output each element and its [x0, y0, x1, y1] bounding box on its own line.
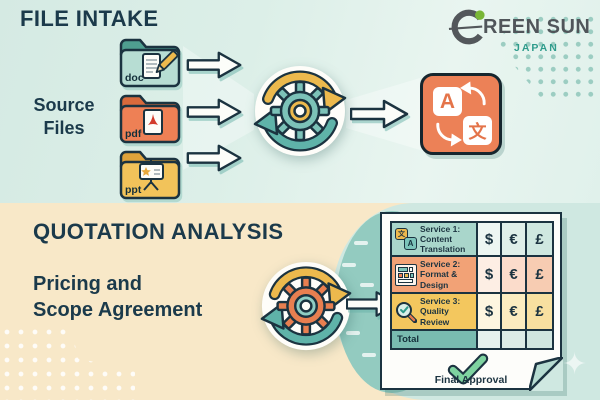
pricing-scope-line1: Pricing and — [33, 273, 142, 295]
presentation-easel-icon — [139, 160, 164, 191]
price-cell-gbp: £ — [527, 294, 552, 331]
folder-label-pdf: pdf — [125, 128, 142, 140]
cjk-letter-box: 文 — [463, 116, 492, 145]
price-cell-usd: $ — [478, 257, 502, 294]
total-cell-eur — [502, 331, 527, 348]
pdf-mark-icon — [148, 114, 158, 125]
flow-arrow-icon — [186, 144, 242, 172]
logo-g-icon — [448, 9, 485, 45]
price-cell-eur: € — [502, 257, 527, 294]
pricing-scope-label: Pricing and Scope Agreement — [33, 271, 202, 324]
green-sun-logo: REEN SUN JAPAN — [448, 8, 598, 54]
quotation-analysis-title: QUOTATION ANALYSIS — [33, 219, 284, 244]
pencil-icon — [155, 50, 179, 74]
total-cell-gbp — [527, 331, 552, 348]
table-row-service2-label: Service 2: Format & Design — [392, 257, 478, 294]
price-cell-usd: $ — [478, 223, 502, 257]
translate-icon: A 文 — [420, 73, 502, 155]
price-cell-eur: € — [502, 294, 527, 331]
pdf-folder: pdf — [116, 90, 182, 146]
quotation-paper: 文 A Service 1: Content Translation $ € £ — [380, 212, 563, 391]
source-files-label: Source Files — [33, 95, 95, 138]
file-intake-title: FILE INTAKE — [20, 6, 159, 31]
table-row-service3-label: Service 3: Quality Review — [392, 294, 478, 331]
total-cell-usd — [478, 331, 502, 348]
folder-icon — [119, 150, 181, 200]
final-approval-label: Final Approval — [434, 374, 508, 386]
file-intake-section: FILE INTAKE REEN SUN JAPAN Source Files — [0, 0, 600, 203]
doc-folder: doc — [116, 34, 182, 90]
total-label: Total — [392, 331, 478, 348]
price-cell-usd: $ — [478, 294, 502, 331]
dots-pattern-bottom-left — [0, 325, 135, 400]
flow-arrow-icon — [350, 99, 409, 129]
quotation-analysis-section: QUOTATION ANALYSIS Pricing and Scope Agr… — [0, 203, 600, 400]
folder-icon — [119, 38, 181, 88]
price-cell-gbp: £ — [527, 257, 552, 294]
ppt-folder: ppt — [116, 146, 182, 202]
folder-label-ppt: ppt — [125, 184, 142, 196]
sparkle-icon: ✦ — [562, 348, 588, 381]
paper-fold — [528, 356, 563, 391]
folder-icon — [119, 94, 181, 144]
latin-letter-box: A — [433, 87, 462, 116]
quality-magnifier-icon — [395, 301, 418, 323]
service1-name: Content Translation — [420, 234, 466, 255]
pricing-scope-line2: Scope Agreement — [33, 299, 203, 322]
price-cell-eur: € — [502, 223, 527, 257]
service1-title: Service 1: — [420, 223, 461, 234]
service2-name: Format & Design — [420, 269, 458, 290]
price-cell-gbp: £ — [527, 223, 552, 257]
service3-title: Service 3: — [420, 296, 461, 307]
layout-grid-icon — [395, 263, 417, 286]
process-gear-icon — [260, 261, 352, 351]
process-gear-icon — [253, 66, 347, 156]
translation-chat-icon: 文 A — [395, 228, 417, 250]
logo-wordmark: REEN SUN — [483, 15, 591, 38]
translate-arrows-icon — [436, 81, 486, 147]
logo-japan-label: JAPAN — [514, 42, 559, 54]
flow-arrow-icon — [186, 51, 242, 79]
flow-arrow-icon — [186, 98, 242, 126]
checkmark-icon — [447, 353, 489, 385]
service3-name: Quality Review — [420, 306, 450, 327]
folder-label-doc: doc — [125, 72, 144, 84]
table-row-service1-label: 文 A Service 1: Content Translation — [392, 223, 478, 257]
service2-title: Service 2: — [420, 259, 461, 270]
quote-table: 文 A Service 1: Content Translation $ € £ — [390, 221, 554, 350]
